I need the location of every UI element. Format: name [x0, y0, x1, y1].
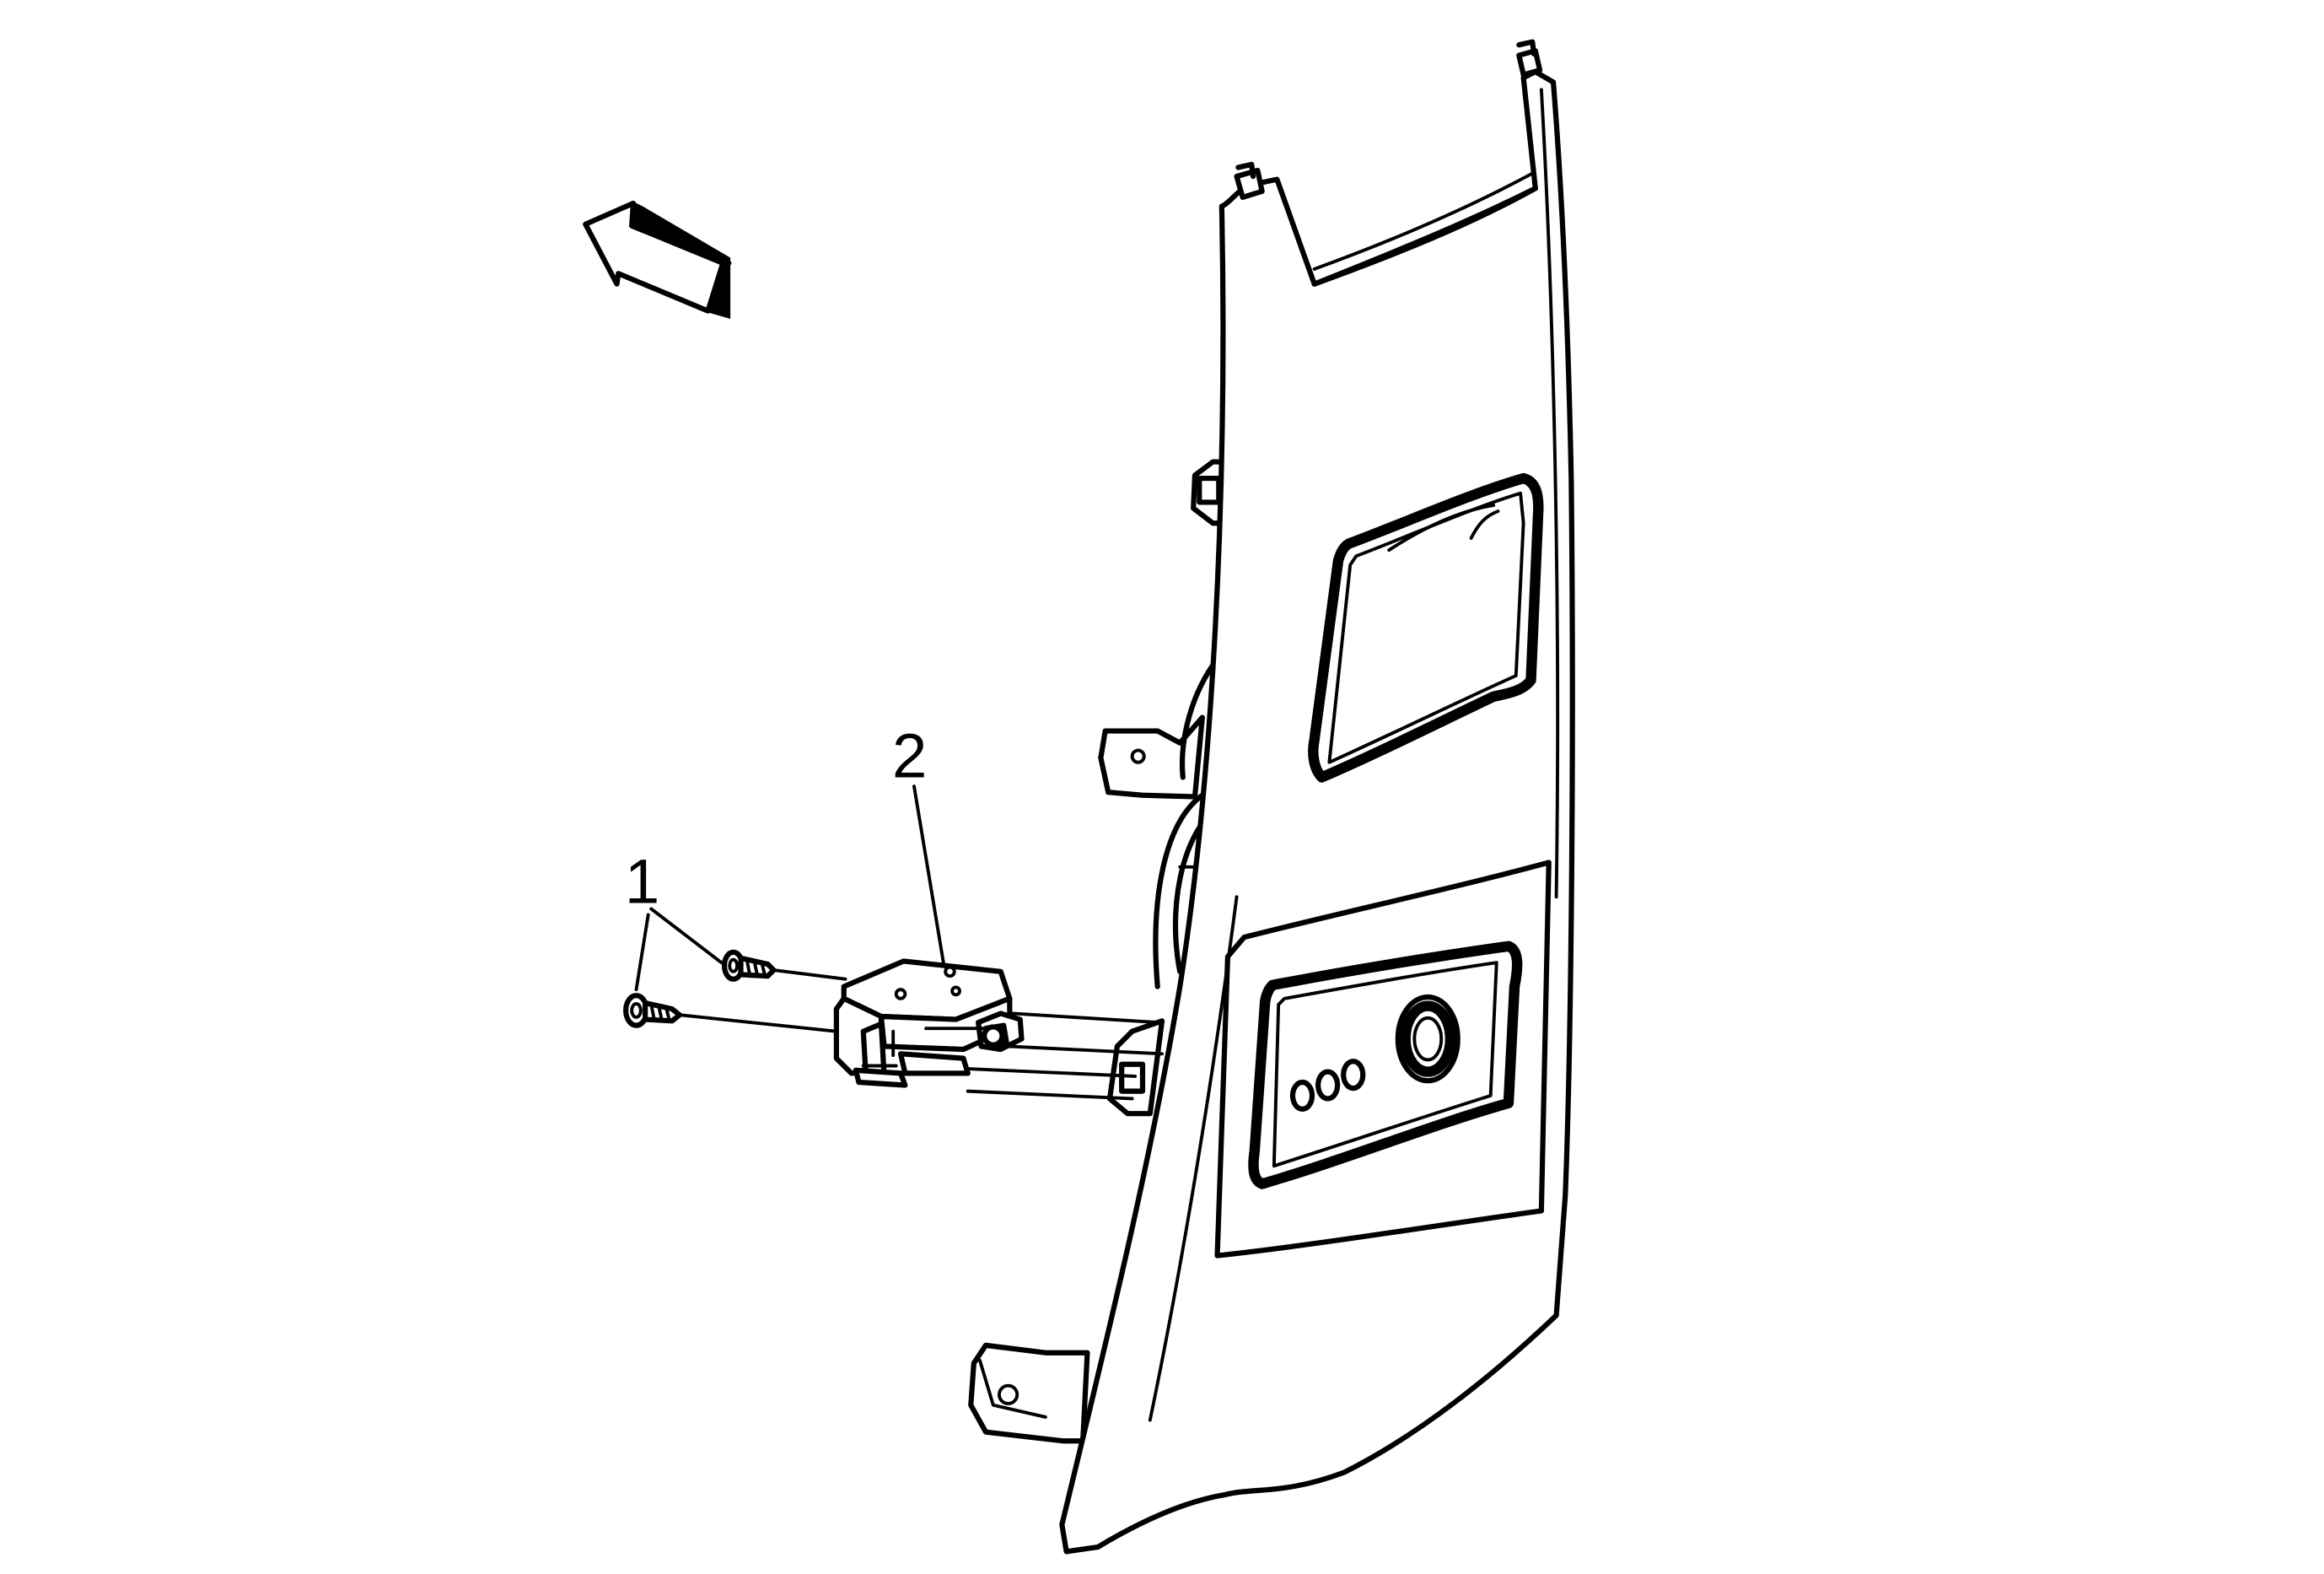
vent-opening — [1308, 472, 1544, 783]
callout-label-2: 2 — [892, 720, 927, 790]
console-trim-panel — [968, 39, 1575, 1555]
callout-leader-1 — [634, 907, 724, 992]
control-button-2 — [1315, 1069, 1341, 1102]
control-panel-recess — [1214, 860, 1552, 1259]
mounting-tab-lower-left — [1106, 1018, 1165, 1117]
control-knob — [1395, 994, 1461, 1084]
front-direction-arrow-icon — [583, 200, 732, 320]
switch-assembly — [833, 958, 1025, 1088]
callout-label-1: 1 — [625, 846, 659, 916]
control-button-1 — [1289, 1079, 1315, 1112]
callout-leader-2 — [912, 784, 946, 968]
mounting-rods — [966, 1011, 1164, 1101]
fastener-screw-upper — [721, 949, 847, 982]
mounting-tab-bottom — [968, 1342, 1090, 1444]
fastener-screw-lower — [623, 993, 838, 1033]
control-button-3 — [1341, 1059, 1366, 1092]
mounting-tab-middle — [1098, 714, 1205, 800]
